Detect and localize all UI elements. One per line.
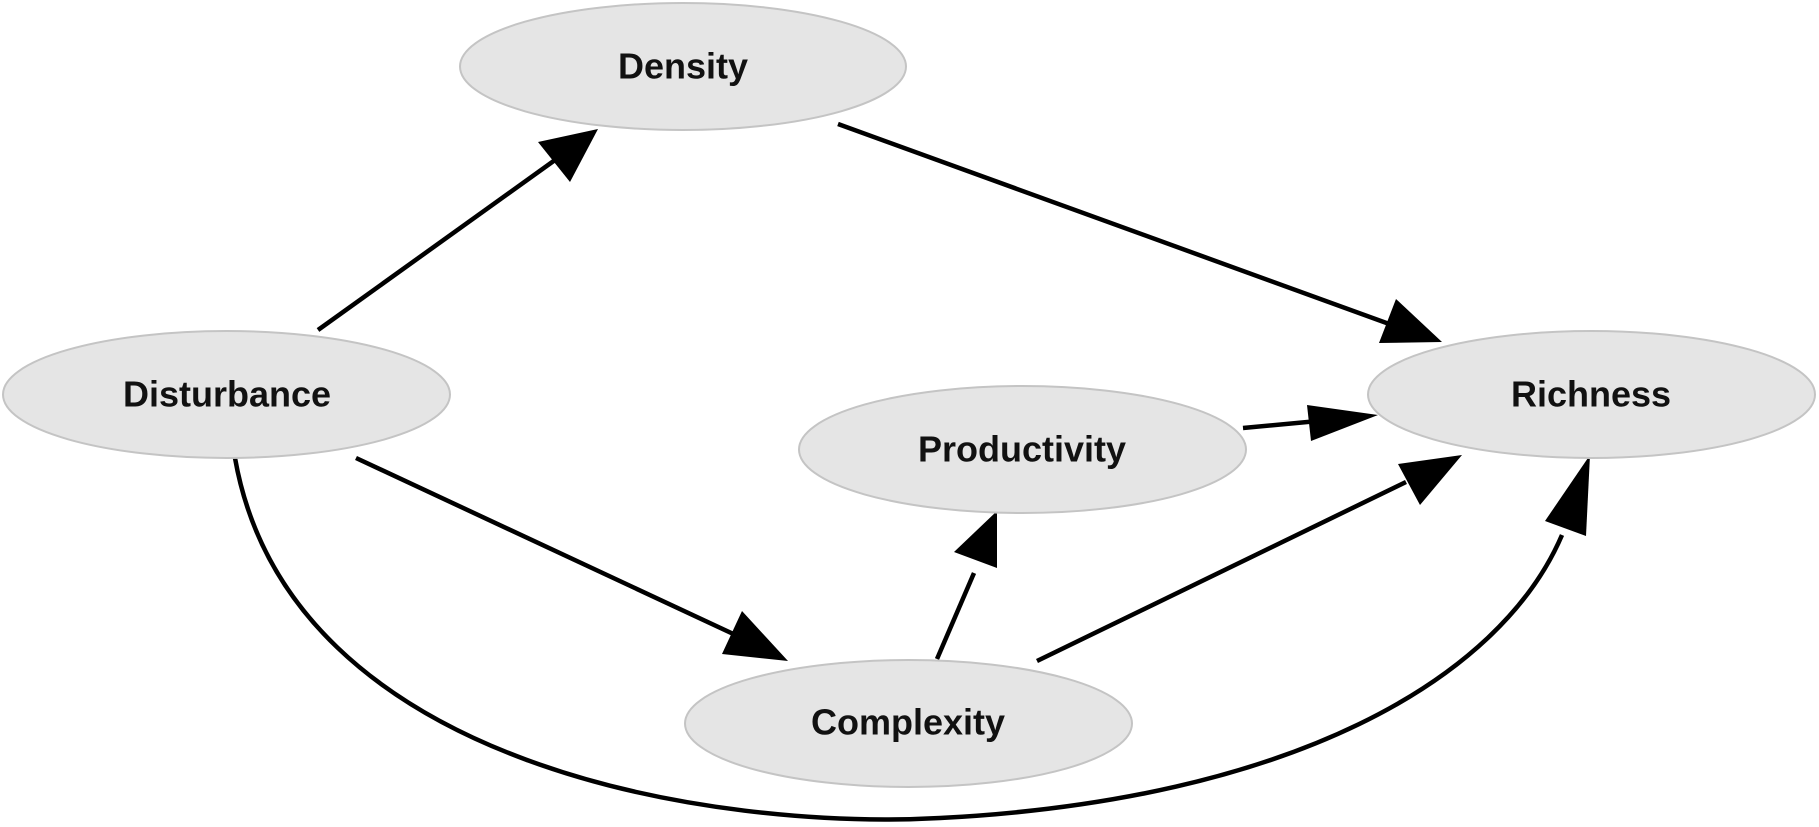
- edges: [232, 121, 1590, 822]
- node-label-complexity: Complexity: [811, 702, 1005, 743]
- edge-complexity-productivity: [934, 511, 997, 660]
- node-label-productivity: Productivity: [918, 429, 1126, 470]
- arrowhead: [954, 511, 997, 568]
- edge-disturbance-density: [316, 129, 598, 332]
- edge-complexity-richness: [1036, 455, 1462, 664]
- node-label-disturbance: Disturbance: [123, 374, 331, 415]
- node-complexity: Complexity: [684, 659, 1133, 788]
- arrowhead: [1307, 405, 1378, 441]
- node-shape: [1367, 330, 1816, 459]
- arrowhead: [1545, 455, 1590, 536]
- nodes: Density Disturbance Productivity Richnes…: [2, 2, 1816, 788]
- node-density: Density: [459, 2, 907, 131]
- arrowhead: [1379, 299, 1442, 343]
- edge-disturbance-complexity: [355, 455, 788, 661]
- node-shape: [798, 385, 1247, 514]
- node-label-density: Density: [618, 46, 748, 87]
- node-shape: [684, 659, 1133, 788]
- arrowhead: [1398, 455, 1462, 505]
- node-productivity: Productivity: [798, 385, 1247, 514]
- node-label-richness: Richness: [1511, 374, 1671, 415]
- node-shape: [459, 2, 907, 131]
- edge-density-richness: [837, 121, 1442, 343]
- arrowhead: [722, 611, 788, 661]
- edge-disturbance-richness: [232, 455, 1590, 822]
- arrowhead: [538, 129, 598, 182]
- node-disturbance: Disturbance: [2, 330, 451, 459]
- edge-productivity-richness: [1242, 405, 1378, 441]
- node-richness: Richness: [1367, 330, 1816, 459]
- node-shape: [2, 330, 451, 459]
